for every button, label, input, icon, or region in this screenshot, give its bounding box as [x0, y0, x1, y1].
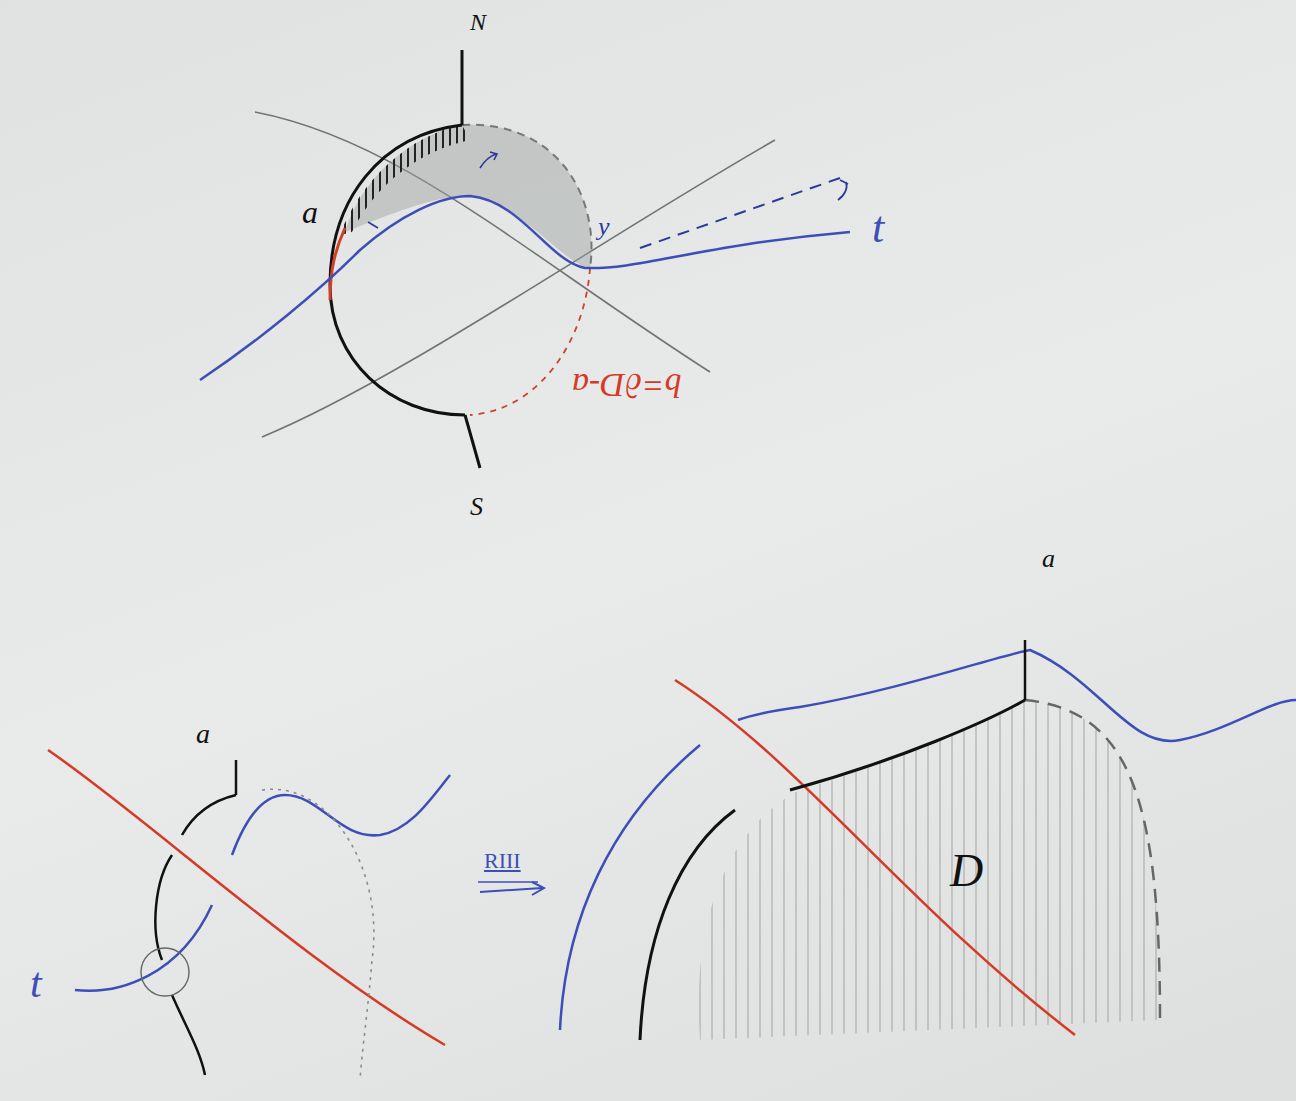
disk-label: D — [950, 848, 983, 894]
strand-label: t — [872, 206, 884, 250]
pole-label: N — [470, 10, 486, 34]
move-label: RIII — [484, 850, 521, 872]
arc-label: a — [1042, 546, 1055, 572]
strand-label: t — [30, 962, 42, 1004]
arc-equation: b=∂D-a — [572, 368, 682, 402]
point-label: y — [598, 214, 610, 240]
arc-label: a — [302, 196, 318, 228]
pole-label: S — [470, 494, 483, 520]
arc-label: a — [196, 720, 210, 748]
